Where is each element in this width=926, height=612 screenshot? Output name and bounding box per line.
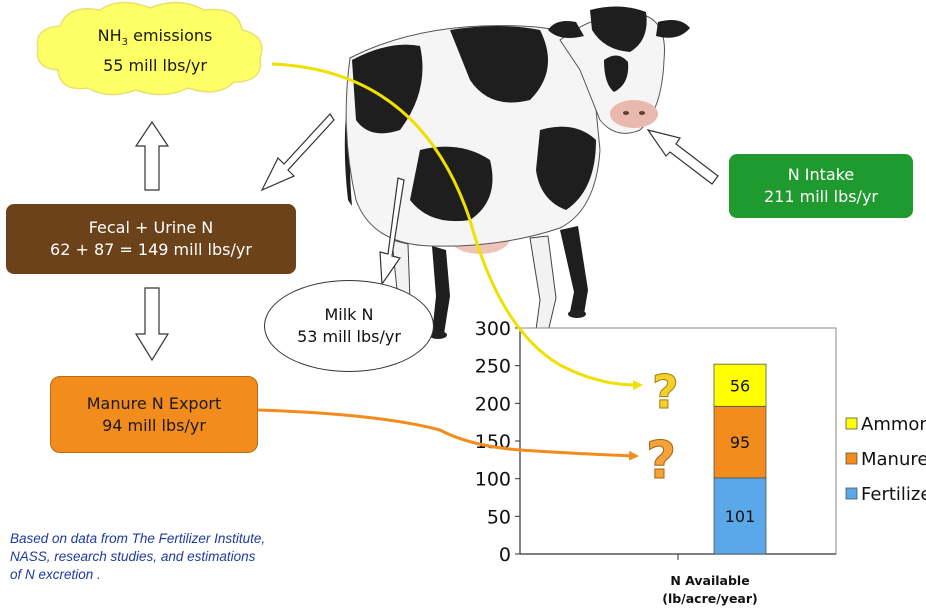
- manure-export-box: Manure N Export 94 mill lbs/yr: [50, 376, 258, 453]
- legend-label-fertilizer: Fertilizer: [861, 484, 926, 505]
- legend-swatch-ammonia: [845, 417, 858, 430]
- milk-n-ellipse: Milk N 53 mill lbs/yr: [264, 280, 434, 372]
- ammonia-flow-arrow: [271, 62, 643, 391]
- data-label-manure: 95: [730, 433, 750, 452]
- n-intake-title: N Intake: [787, 165, 855, 184]
- cloud-shape: [36, 1, 263, 96]
- legend-label-ammonia: Ammonia: [861, 414, 926, 435]
- plot-area: [519, 327, 837, 555]
- y-tick-label: 50: [487, 506, 511, 528]
- question-mark-icon: ?: [652, 365, 679, 419]
- manure-export-value: 94 mill lbs/yr: [102, 415, 206, 435]
- down-arrow-icon: [134, 287, 170, 362]
- data-label-ammonia: 56: [730, 376, 750, 395]
- data-label-fertilizer: 101: [725, 507, 756, 526]
- intake-arrow-icon: [646, 129, 719, 185]
- n-intake-box: N Intake 211 mill lbs/yr: [729, 154, 913, 218]
- legend-swatch-manure: [845, 452, 858, 465]
- manure-flow-arrow: [257, 408, 639, 461]
- legend-swatch-fertilizer: [845, 487, 858, 500]
- y-tick-label: 250: [475, 356, 511, 378]
- fecal-urine-box: Fecal + Urine N 62 + 87 = 149 mill lbs/y…: [6, 204, 296, 274]
- y-tick-label: 100: [475, 469, 511, 491]
- question-mark-icon: ?: [646, 431, 676, 491]
- bar-ammonia: [713, 363, 767, 407]
- nh3-emissions-label: NH3 emissions 55 mill lbs/yr: [97, 26, 213, 76]
- up-arrow-icon: [134, 120, 170, 191]
- fecal-urine-title: Fecal + Urine N: [88, 218, 214, 237]
- milk-arrow-icon: [379, 177, 405, 286]
- milk-n-value: 53 mill lbs/yr: [297, 327, 401, 346]
- fecal-urine-value: 62 + 87 = 149 mill lbs/yr: [50, 240, 252, 259]
- diagonal-arrow-icon: [260, 113, 335, 192]
- legend-label-manure: Manure: [861, 449, 926, 470]
- x-axis-title: N Available (lb/acre/year): [662, 573, 758, 606]
- n-intake-value: 211 mill lbs/yr: [763, 187, 878, 206]
- y-tick-label: 200: [475, 393, 511, 415]
- cow-body: [344, 6, 690, 342]
- y-tick-label: 0: [499, 544, 511, 566]
- data-source-note: Based on data from The Fertilizer Instit…: [10, 531, 266, 582]
- bar-fertilizer: [713, 477, 767, 555]
- manure-export-title: Manure N Export: [86, 393, 222, 413]
- milk-n-title: Milk N: [324, 305, 374, 324]
- y-tick-label: 300: [475, 318, 511, 340]
